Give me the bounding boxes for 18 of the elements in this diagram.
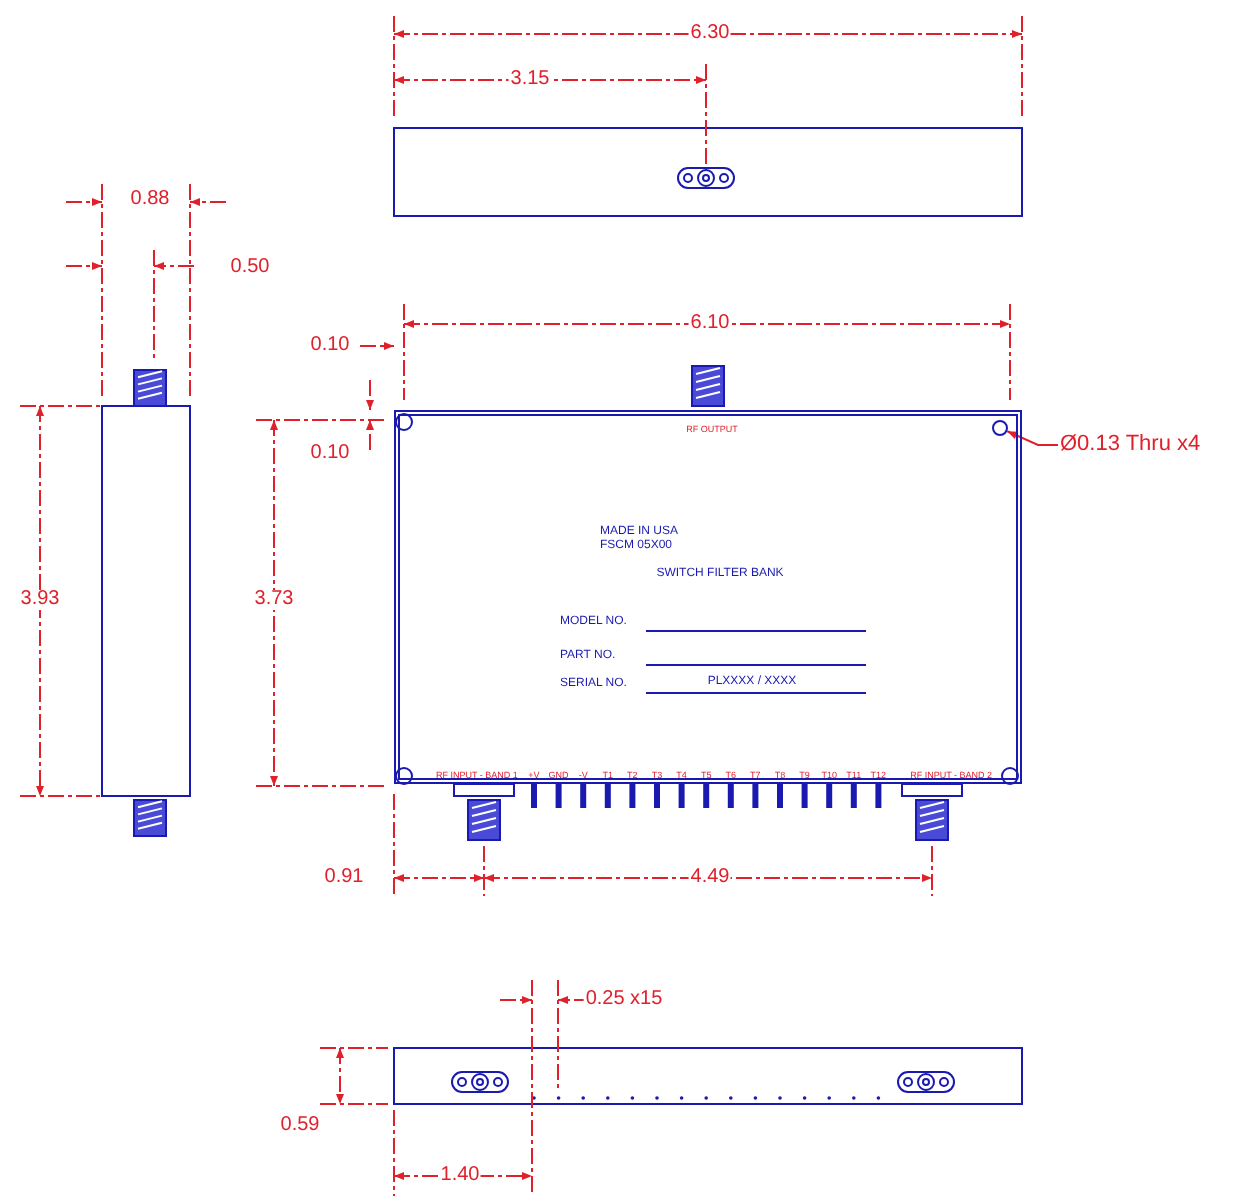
- callout-text: Ø0.13 Thru x4: [1060, 434, 1201, 456]
- dimension-label: 0.10: [308, 444, 352, 464]
- dimension-label: 0.10: [308, 336, 352, 356]
- dimension-label: 0.91: [322, 868, 366, 888]
- dimension-label: 0.88: [128, 190, 172, 210]
- dimension-label: 3.15: [508, 70, 552, 90]
- dimension-label: 0.59: [278, 1116, 322, 1136]
- leader-line: [1006, 430, 1059, 446]
- dimension-label: 6.30: [688, 24, 732, 44]
- mounting-hole-icon: [992, 420, 1008, 436]
- dimension-label: 4.49: [688, 868, 732, 888]
- dimension-label: 6.10: [688, 314, 732, 334]
- dimension-label: 0.25 x15: [583, 990, 665, 1010]
- dimension-label: 1.40: [438, 1166, 482, 1186]
- dimension-label: 3.93: [18, 590, 62, 610]
- dimension-label: 0.50: [228, 258, 272, 278]
- dimension-label: 3.73: [252, 590, 296, 610]
- enclosure-front-view: [394, 410, 1022, 784]
